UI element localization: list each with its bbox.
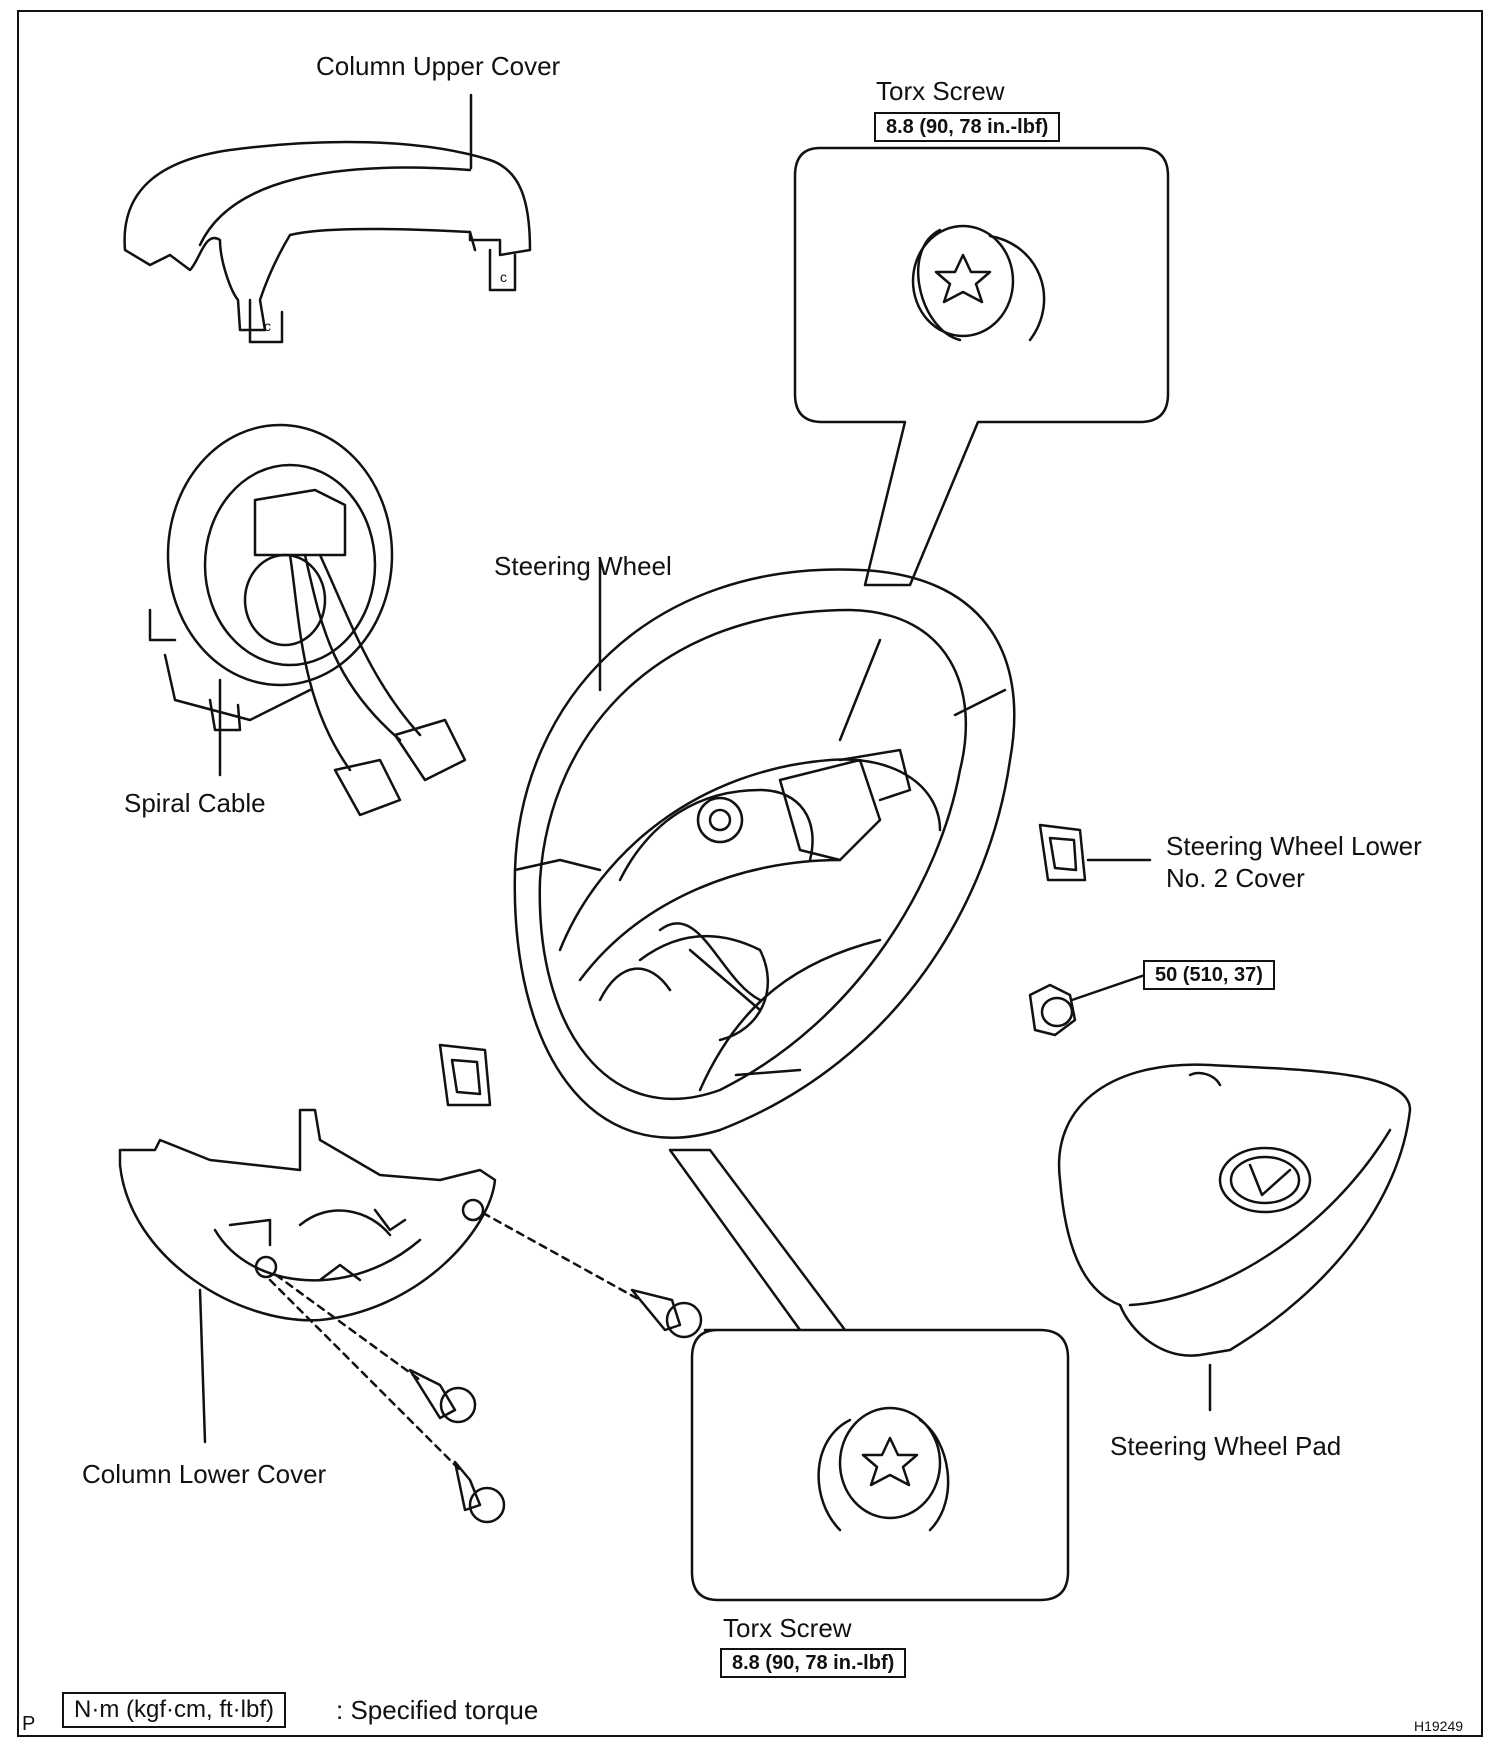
torque-box-nut: 50 (510, 37) [1143,960,1275,990]
torx-screw-top-callout [793,146,1170,587]
lower-no2-cover-left-drawing [438,1043,492,1107]
label-column-lower-cover: Column Lower Cover [82,1459,327,1489]
torx-screw-bottom-callout [668,1148,1070,1602]
lower-no2-cover-right-drawing [1038,823,1152,882]
label-steering-wheel: Steering Wheel [494,551,672,581]
nut-drawing [1028,973,1147,1037]
label-column-upper-cover: Column Upper Cover [316,51,561,81]
label-spiral-cable: Spiral Cable [124,788,266,818]
column-upper-cover-drawing: c c [123,93,532,344]
screws-drawing [268,1211,703,1524]
corner-left-mark: P [22,1713,36,1735]
label-steering-wheel-pad: Steering Wheel Pad [1110,1431,1342,1461]
diagram-frame [17,10,1483,1737]
torque-box-bottom: 8.8 (90, 78 in.-lbf) [720,1648,907,1678]
label-torx-screw-bottom: Torx Screw [723,1613,852,1643]
steering-wheel-drawing [513,558,1016,1139]
label-lower-no2-cover-line2: No. 2 Cover [1166,863,1305,893]
label-lower-no2-cover-line1: Steering Wheel Lower [1166,831,1422,861]
label-torx-screw-top: Torx Screw [876,76,1005,106]
column-lower-cover-drawing [118,1108,497,1444]
torque-box-top: 8.8 (90, 78 in.-lbf) [874,112,1061,142]
svg-text:c: c [264,318,271,334]
svg-text:c: c [500,269,507,285]
legend-description: : Specified torque [336,1695,539,1725]
legend-unit-box: N·m (kgf·cm, ft·lbf) [62,1692,286,1728]
steering-wheel-pad-drawing [1057,1063,1412,1412]
spiral-cable-drawing [148,423,467,817]
figure-code: H19249 [1414,1718,1464,1734]
